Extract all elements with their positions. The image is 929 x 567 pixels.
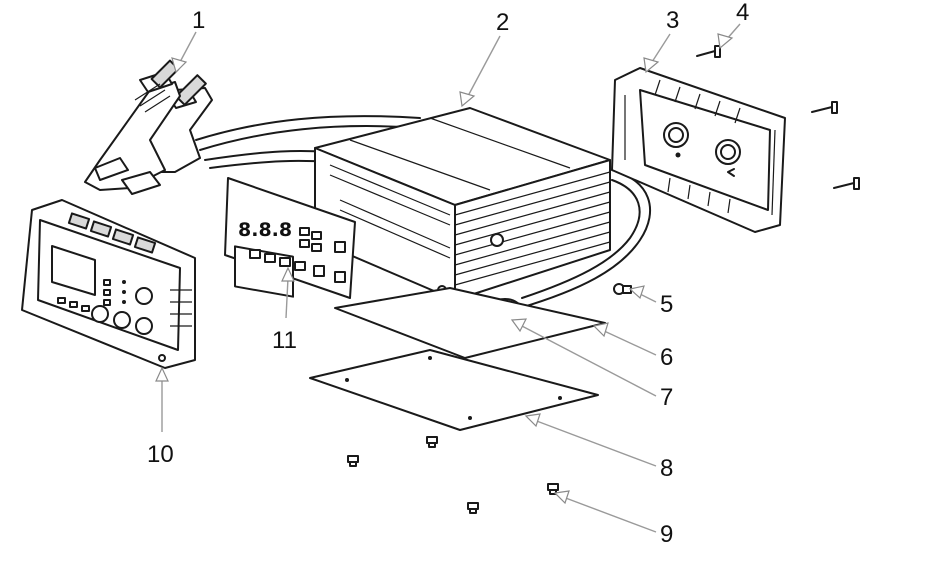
panel-top-ribs (67, 212, 157, 254)
rubber-feet (347, 436, 559, 514)
panel-buttons (91, 287, 153, 335)
callout-labels: 1 2 3 4 5 6 7 8 9 10 11 (147, 0, 749, 548)
battery-clamps (84, 59, 213, 195)
callout-11: 11 (272, 327, 297, 354)
bottom-plate (309, 349, 599, 431)
callout-6: 6 (660, 344, 673, 371)
front-control-panel (21, 199, 196, 369)
main-housing (314, 107, 611, 301)
board-display-digits: 8.8.8 (238, 219, 292, 241)
callout-7: 7 (660, 384, 673, 411)
panel-lcd-screen (51, 245, 96, 296)
panel-side-grip (170, 289, 192, 327)
heat-sink-fins (454, 171, 611, 286)
callout-1: 1 (192, 7, 205, 34)
small-screw (613, 283, 632, 295)
callout-4: 4 (736, 0, 749, 26)
callout-10: 10 (147, 441, 174, 468)
callout-8: 8 (660, 455, 673, 482)
end-cap-screws (696, 45, 860, 190)
rear-end-cap (611, 67, 786, 233)
leader-lines (155, 23, 741, 533)
control-board: 8.8.8 (224, 177, 356, 299)
callout-2: 2 (496, 9, 509, 36)
power-cord (519, 169, 652, 309)
panel-indicators (57, 279, 126, 312)
end-cap-ribs (624, 79, 776, 216)
board-buttons (249, 227, 346, 283)
callout-5: 5 (660, 291, 673, 318)
callout-3: 3 (666, 7, 679, 34)
insulation-sheet (334, 287, 606, 359)
callout-9: 9 (660, 521, 673, 548)
